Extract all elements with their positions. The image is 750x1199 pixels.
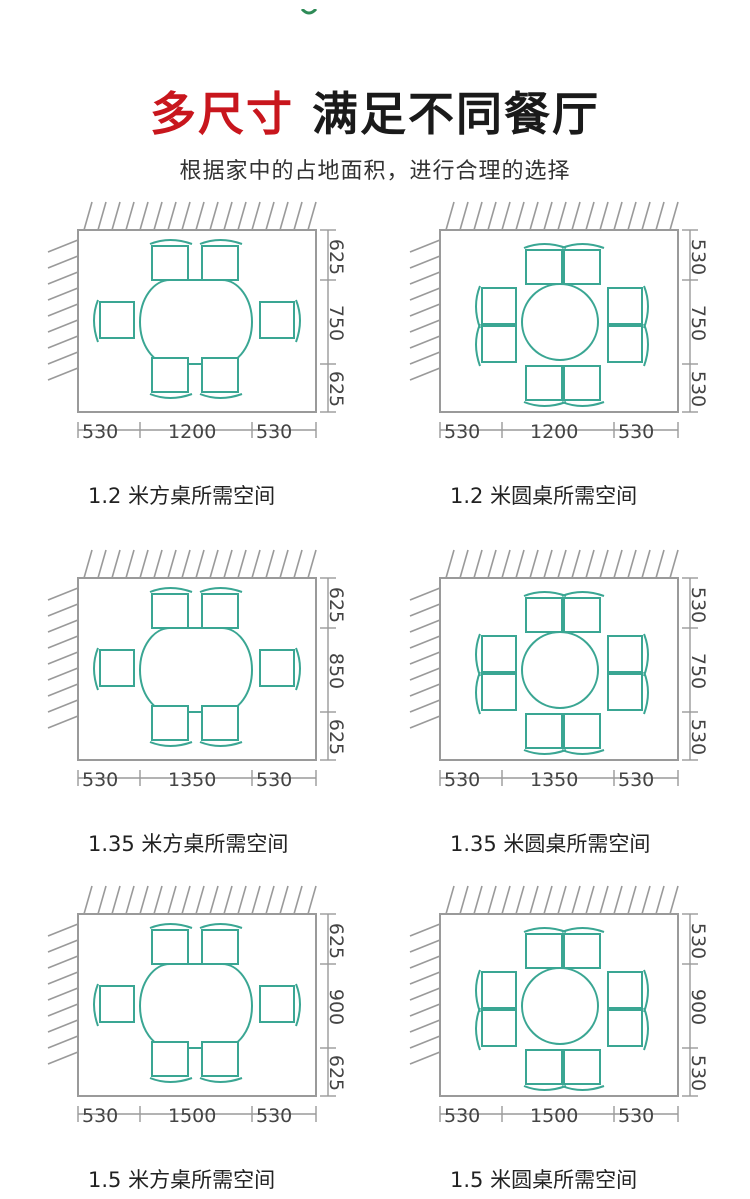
floor-plan (409, 549, 698, 786)
layout-round-table-5: 530 1500 530 530 900 530 1.5 米圆桌所需空间 (409, 884, 710, 1199)
table-top (139, 963, 253, 1049)
width-dimension-2: 530 (256, 1105, 293, 1127)
depth-dimension-2: 625 (325, 370, 347, 408)
layout-square-table-0: 530 1200 530 625 750 625 1.2 米方桌所需空间 (47, 200, 348, 515)
layout-caption: 1.2 米方桌所需空间 (88, 484, 276, 508)
title-accent: 多尺寸 (149, 87, 294, 141)
width-dimension-2: 530 (618, 1105, 655, 1127)
width-dimension-1: 1500 (530, 1105, 579, 1127)
depth-dimension-1: 850 (325, 652, 347, 690)
top-decoration (300, 0, 318, 15)
width-dimension-2: 530 (618, 421, 655, 443)
layout-round-table-1: 530 1200 530 530 750 530 1.2 米圆桌所需空间 (409, 200, 710, 515)
table-top (521, 283, 599, 361)
page-subtitle: 根据家中的占地面积，进行合理的选择 (179, 159, 571, 184)
width-dimension-0: 530 (444, 1105, 481, 1127)
floor-plan (409, 885, 698, 1122)
depth-dimension-1: 900 (687, 988, 709, 1026)
layout-caption: 1.35 米圆桌所需空间 (450, 832, 651, 856)
depth-dimension-0: 625 (325, 238, 347, 276)
layout-caption: 1.35 米方桌所需空间 (88, 832, 289, 856)
depth-dimension-2: 625 (325, 718, 347, 756)
floor-plan (47, 201, 336, 438)
width-dimension-1: 1350 (530, 769, 579, 791)
width-dimension-2: 530 (256, 421, 293, 443)
layout-caption: 1.2 米圆桌所需空间 (450, 484, 638, 508)
depth-dimension-0: 530 (687, 238, 709, 276)
width-dimension-2: 530 (256, 769, 293, 791)
width-dimension-1: 1350 (168, 769, 217, 791)
layout-caption: 1.5 米圆桌所需空间 (450, 1168, 638, 1192)
width-dimension-0: 530 (444, 421, 481, 443)
width-dimension-0: 530 (82, 769, 119, 791)
title-rest: 满足不同餐厅 (312, 87, 600, 141)
depth-dimension-1: 750 (687, 304, 709, 342)
layout-caption: 1.5 米方桌所需空间 (88, 1168, 276, 1192)
floor-plan (47, 885, 336, 1122)
layout-round-table-3: 530 1350 530 530 750 530 1.35 米圆桌所需空间 (409, 548, 710, 863)
table-top (139, 279, 253, 365)
width-dimension-1: 1500 (168, 1105, 217, 1127)
depth-dimension-2: 530 (687, 370, 709, 408)
floor-plan (409, 201, 698, 438)
depth-dimension-0: 625 (325, 586, 347, 624)
width-dimension-0: 530 (82, 1105, 119, 1127)
depth-dimension-1: 750 (687, 652, 709, 690)
page-title: 多尺寸 满足不同餐厅 (0, 78, 750, 144)
floor-plan (47, 549, 336, 786)
depth-dimension-0: 625 (325, 922, 347, 960)
width-dimension-2: 530 (618, 769, 655, 791)
depth-dimension-2: 530 (687, 718, 709, 756)
width-dimension-1: 1200 (530, 421, 579, 443)
depth-dimension-0: 530 (687, 922, 709, 960)
depth-dimension-1: 900 (325, 988, 347, 1026)
depth-dimension-1: 750 (325, 304, 347, 342)
depth-dimension-2: 530 (687, 1054, 709, 1092)
table-top (521, 967, 599, 1045)
depth-dimension-0: 530 (687, 586, 709, 624)
table-top (521, 631, 599, 709)
depth-dimension-2: 625 (325, 1054, 347, 1092)
table-top (139, 627, 253, 713)
layout-square-table-4: 530 1500 530 625 900 625 1.5 米方桌所需空间 (47, 884, 348, 1199)
width-dimension-0: 530 (82, 421, 119, 443)
width-dimension-0: 530 (444, 769, 481, 791)
layout-square-table-2: 530 1350 530 625 850 625 1.35 米方桌所需空间 (47, 548, 348, 863)
width-dimension-1: 1200 (168, 421, 217, 443)
